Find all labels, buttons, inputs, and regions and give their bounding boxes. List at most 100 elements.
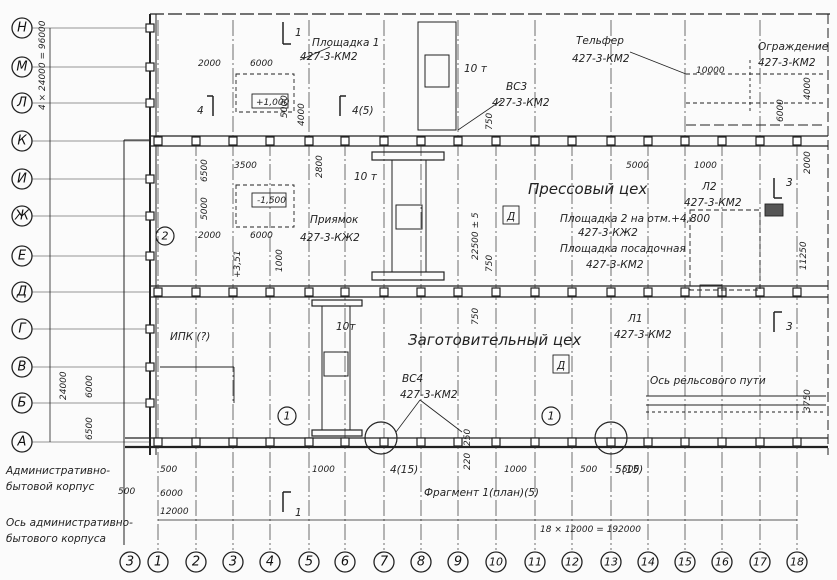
col-axis-label: 7 xyxy=(380,555,389,570)
vs4-ref: 427-3-КМ2 xyxy=(400,389,458,401)
dim-text: 750 xyxy=(485,113,495,130)
section-mark-3-bottom xyxy=(773,311,782,332)
dim-text: 5000 xyxy=(200,197,210,220)
dim-text: 22500 ± 5 xyxy=(471,212,481,260)
dim-text: 6000 xyxy=(250,231,273,241)
l1-ref: 427-3-КМ2 xyxy=(614,329,672,341)
column-axis-lines xyxy=(157,20,798,550)
dim-text: 220 xyxy=(463,453,473,470)
col-axis-5: 5 xyxy=(298,551,320,573)
wall-columns xyxy=(145,23,155,408)
platform-1-label: Площадка 1 xyxy=(312,37,379,49)
row-axis-leaders xyxy=(32,27,150,443)
row-axis-d: Д xyxy=(11,281,33,303)
dim-text: 500 xyxy=(622,465,639,475)
col-axis-label: 11 xyxy=(528,556,542,569)
dim-text: 6500 xyxy=(200,159,210,182)
category-press: Д xyxy=(506,211,515,223)
platform-2 xyxy=(689,203,784,298)
dim-text: +3,51 xyxy=(233,250,243,278)
tal-label: Тельфер xyxy=(576,35,624,47)
category-box-press xyxy=(502,205,520,225)
dim-text: 6500 xyxy=(85,417,95,440)
col-axis-label: 2 xyxy=(192,555,200,570)
room-press-shop: Прессовый цех xyxy=(528,180,647,198)
landing-ref: 427-3-КМ2 xyxy=(586,259,644,271)
section-1-top-label: 1 xyxy=(295,27,302,39)
node-4-15-label: 4(15) xyxy=(390,464,418,476)
col-axis-1: 1 xyxy=(147,551,169,573)
dim-text: 4000 xyxy=(803,77,813,100)
dim-text: 4000 xyxy=(297,103,307,126)
col-axis-label: 3 xyxy=(126,555,134,570)
dim-text: 1000 xyxy=(504,465,527,475)
row-axis-i: И xyxy=(11,168,33,190)
col-axis-label: 18 xyxy=(790,556,804,569)
dim-text: 1000 xyxy=(312,465,335,475)
col-axis-label: 14 xyxy=(641,556,655,569)
row-axis-label: Б xyxy=(18,396,27,411)
dim-text: 1000 xyxy=(275,249,285,272)
section-mark-1-bottom xyxy=(282,491,291,512)
section-4-label: 4 xyxy=(197,105,204,117)
admin-axis-label-2: бытового корпуса xyxy=(6,533,106,545)
crane-mid-label: 10 т xyxy=(354,171,378,183)
row-axis-label: Д xyxy=(16,285,27,300)
col-axis-label: 10 xyxy=(489,556,503,569)
dim-text: 3500 xyxy=(234,161,257,171)
admin-axis-label: Ось административно- xyxy=(6,517,133,529)
pit-label: Приямок xyxy=(310,214,359,226)
col-axis-14: 14 xyxy=(637,551,659,573)
dim-text: 750 xyxy=(485,255,495,272)
crane-bottom-label: 10т xyxy=(336,321,356,333)
circle-2-label: 2 xyxy=(162,230,169,243)
dim-text: 2000 xyxy=(803,151,813,174)
pit-ref: 427-3-КЖ2 xyxy=(300,232,360,244)
dim-text: 5000 xyxy=(626,161,649,171)
dim-text: 10000 xyxy=(696,66,725,76)
bottom-dim-text: 18 × 12000 = 192000 xyxy=(540,525,641,535)
circle-1b-label: 1 xyxy=(548,410,555,423)
dim-text: 6000 xyxy=(776,99,786,122)
rail-axis-label: Ось рельсового пути xyxy=(650,375,766,387)
col-axis-label: 16 xyxy=(715,556,729,569)
section-3-top-label: 3 xyxy=(786,177,793,189)
col-axis-10: 10 xyxy=(485,551,507,573)
crane-bottom xyxy=(311,299,363,437)
row-axis-g: Г xyxy=(11,318,33,340)
dim-text: 3750 xyxy=(803,389,813,412)
col-axis-18: 18 xyxy=(786,551,808,573)
section-4-5-label: 4(5) xyxy=(352,105,374,117)
ipk-label: ИПК (?) xyxy=(170,331,210,343)
circle-1a-label: 1 xyxy=(284,410,291,423)
col-axis-label: 9 xyxy=(454,555,462,570)
pit-level: -1,500 xyxy=(257,196,286,206)
section-mark-4-5 xyxy=(339,95,346,116)
row-axis-a: А xyxy=(11,431,33,453)
fragment-label: Фрагмент 1(план)(5) xyxy=(424,487,539,499)
col-axis-9: 9 xyxy=(447,551,469,573)
row-axis-label: Е xyxy=(18,249,27,264)
col-axis-11: 11 xyxy=(524,551,546,573)
row-axis-label: М xyxy=(16,60,27,75)
row-axis-label: И xyxy=(17,172,27,187)
dim-text: 2000 xyxy=(198,231,221,241)
col-axis-label: 4 xyxy=(266,555,274,570)
col-axis-label: 1 xyxy=(154,555,162,570)
col-axis-label: 13 xyxy=(604,556,618,569)
row-axis-zh: Ж xyxy=(11,205,33,227)
section-1-bottom-label: 1 xyxy=(295,507,302,519)
fence-ref: 427-3-КМ2 xyxy=(758,57,816,69)
vs4-label: ВС4 xyxy=(402,373,423,385)
tal-ref: 427-3-КМ2 xyxy=(572,53,630,65)
section-mark-3-top xyxy=(773,178,782,199)
vs3-ref: 427-3-КМ2 xyxy=(492,97,550,109)
node-5-15-label: 5(15) xyxy=(615,464,643,476)
dim-text: 6000 xyxy=(160,489,183,499)
dim-text: 24000 xyxy=(59,371,69,400)
col-axis-label: 6 xyxy=(341,555,349,570)
row-axis-e: Е xyxy=(11,245,33,267)
overall-dim-text: 4 × 24000 = 96000 xyxy=(38,20,48,110)
